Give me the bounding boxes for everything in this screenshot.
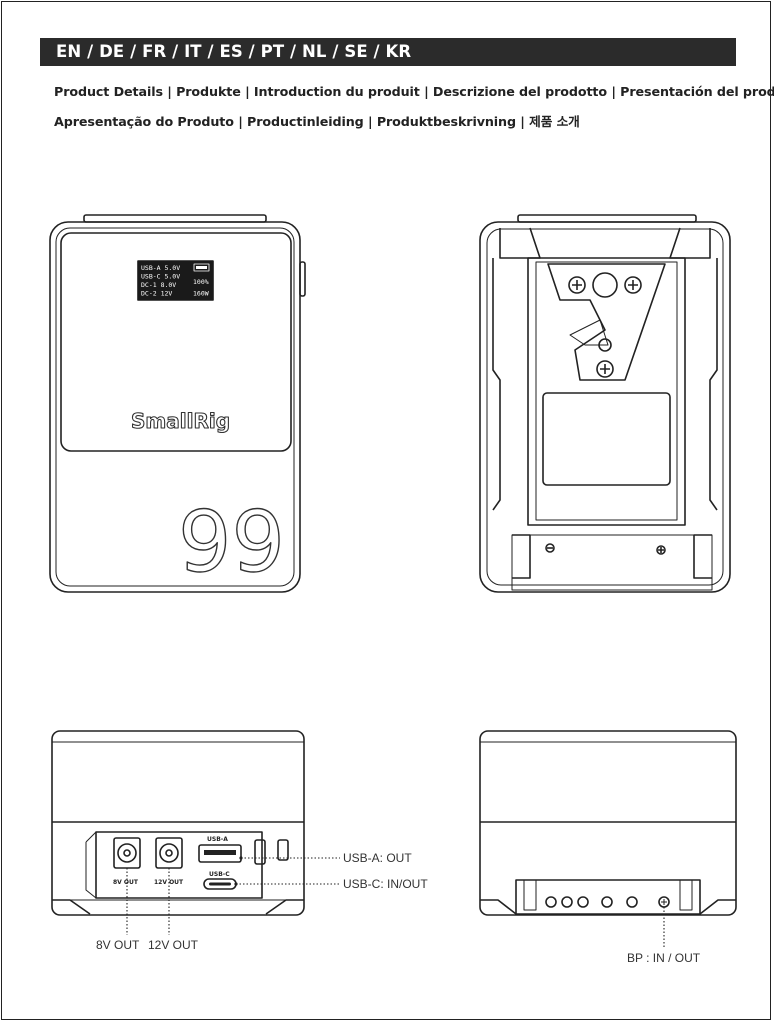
- back-corner-tr: [669, 227, 711, 259]
- vmount-plate: [527, 257, 686, 526]
- usb-a-port-label: USB-A: [207, 836, 228, 843]
- usb-c-tongue: [209, 882, 231, 886]
- bp-pin-6-cross: [661, 899, 667, 905]
- bp-view-feet: [480, 899, 736, 915]
- foot-screw-right-icon: [656, 545, 666, 555]
- usb-a-tongue: [204, 850, 236, 855]
- bp-pin-4: [601, 896, 613, 908]
- usb-a-port: [198, 844, 242, 863]
- screw-2-icon: [624, 276, 642, 294]
- front-top-rail: [83, 214, 267, 223]
- screen-line-1: USB-A 5.0V: [141, 264, 180, 272]
- screw-2-cross: [628, 280, 638, 290]
- screen-percent: 100%: [193, 278, 209, 286]
- usb-a-callout: USB-A: OUT: [343, 851, 412, 865]
- bp-connector: [515, 879, 701, 915]
- usb-c-leader-dot: [234, 882, 238, 886]
- back-top-rail: [517, 214, 697, 223]
- port-view-body: [51, 730, 305, 916]
- front-view: USB-A 5.0V USB-C 5.0V DC-1 8.0V DC-2 12V…: [49, 214, 306, 593]
- latch-slot: [569, 319, 609, 346]
- back-body-inner: [486, 228, 724, 586]
- bp-connector-rails: [523, 880, 693, 911]
- port-recess-edge: [85, 831, 97, 899]
- language-bar: EN / DE / FR / IT / ES / PT / NL / SE / …: [40, 38, 736, 66]
- dc-8v-socket: [117, 843, 137, 863]
- dc-12v-pin: [165, 849, 173, 857]
- dc-8v-port-label: 8V OUT: [113, 879, 139, 886]
- side-button: [299, 261, 306, 297]
- bp-pin-3: [577, 896, 589, 908]
- usb-a-leader-dot: [239, 856, 243, 860]
- screen-line-3: DC-1 8.0V: [141, 281, 176, 289]
- port-view: 8V OUT 12V OUT USB-A USB-C: [51, 730, 340, 935]
- front-glass-panel: [60, 232, 292, 452]
- back-corner-tl: [499, 227, 541, 259]
- front-body-inner: [55, 227, 295, 587]
- back-rail-left: [492, 258, 501, 511]
- foot-screw-right-cross: [658, 547, 664, 553]
- port-side-switch: [277, 839, 289, 861]
- bp-pin-5: [626, 896, 638, 908]
- screen-line-2: USB-C 5.0V: [141, 273, 180, 281]
- screen-watts: 160W: [193, 290, 209, 298]
- product-details-titles-line-1: Product Details | Produkte | Introductio…: [54, 84, 774, 99]
- vmount-plate-inner: [535, 261, 678, 521]
- bp-pin-1: [545, 896, 557, 908]
- dc-12v-socket: [159, 843, 179, 863]
- port-view-feet: [52, 899, 304, 915]
- dc-8v-callout: 8V OUT: [96, 938, 140, 952]
- back-body-outline: [479, 221, 731, 593]
- language-list: EN / DE / FR / IT / ES / PT / NL / SE / …: [56, 42, 412, 61]
- back-rail-right: [709, 258, 718, 511]
- screen-battery-fill: [196, 266, 207, 269]
- back-foot-right: [693, 534, 712, 579]
- latch-hole: [592, 272, 618, 298]
- screw-1-cross: [572, 280, 582, 290]
- bp-view-body: [479, 730, 737, 916]
- screw-1-icon: [568, 276, 586, 294]
- back-bottom-foot: [511, 534, 713, 591]
- dc-12v-callout: 12V OUT: [148, 938, 199, 952]
- usb-c-callout: USB-C: IN/OUT: [343, 877, 428, 891]
- back-foot-left: [512, 534, 531, 579]
- bp-view: [479, 730, 737, 948]
- smallrig-logo: SmallRig: [131, 409, 230, 433]
- foot-screw-left-icon: [545, 543, 555, 553]
- screw-3-icon: [598, 338, 612, 352]
- bp-callout: BP : IN / OUT: [627, 951, 701, 965]
- bp-pin-2: [561, 896, 573, 908]
- capacity-mark-99: 99: [178, 493, 285, 591]
- port-recess: [95, 831, 263, 899]
- vmount-wedge: [547, 263, 666, 381]
- dc-8v-pin: [123, 849, 131, 857]
- front-body-outline: [49, 221, 301, 593]
- screw-4-cross: [600, 364, 610, 374]
- back-label-area: [542, 392, 671, 486]
- screw-4-icon: [596, 360, 614, 378]
- product-details-titles-line-2: Apresentação do Produto | Productinleidi…: [54, 114, 580, 129]
- back-view: [479, 214, 731, 593]
- screen-battery-icon: [193, 263, 210, 272]
- port-side-button: [254, 839, 266, 865]
- usb-c-port-label: USB-C: [209, 871, 230, 878]
- screen-line-4: DC-2 12V: [141, 290, 172, 298]
